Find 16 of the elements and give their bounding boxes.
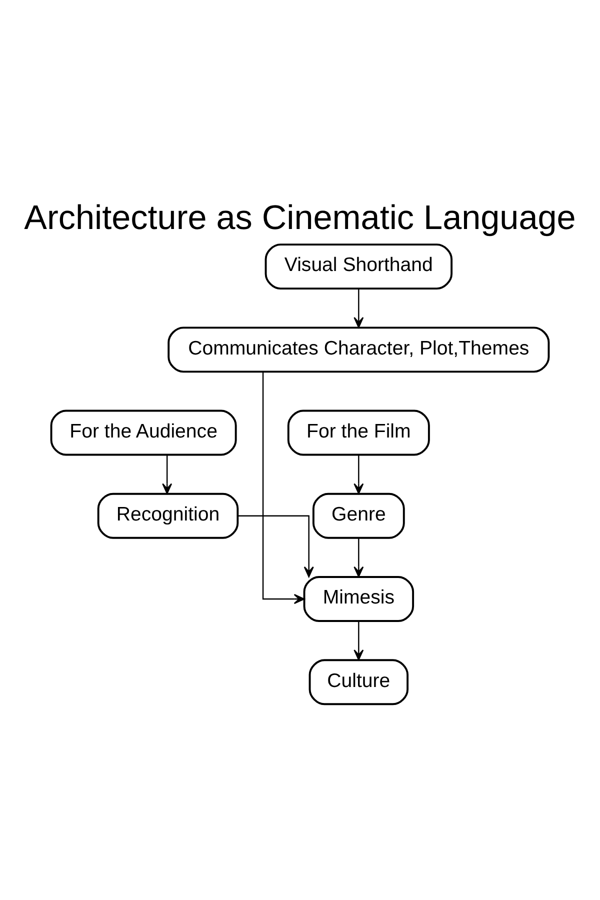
node-box: Recognition xyxy=(97,492,239,538)
node-box: Mimesis xyxy=(303,576,414,622)
node-box: For the Audience xyxy=(50,409,237,456)
arrow xyxy=(354,620,364,660)
arrow xyxy=(162,454,172,494)
node-box: Visual Shorthand xyxy=(264,243,453,290)
arrow xyxy=(238,514,314,577)
diagram-title: Architecture as Cinematic Language xyxy=(24,198,576,237)
arrow xyxy=(262,371,305,604)
node-box: For the Film xyxy=(287,409,430,456)
arrow xyxy=(354,454,364,494)
node-box: Genre xyxy=(312,492,405,538)
arrow xyxy=(354,288,364,328)
node-box: Communicates Character, Plot,Themes xyxy=(168,326,550,372)
arrow xyxy=(354,538,364,577)
node-box: Culture xyxy=(308,658,409,705)
